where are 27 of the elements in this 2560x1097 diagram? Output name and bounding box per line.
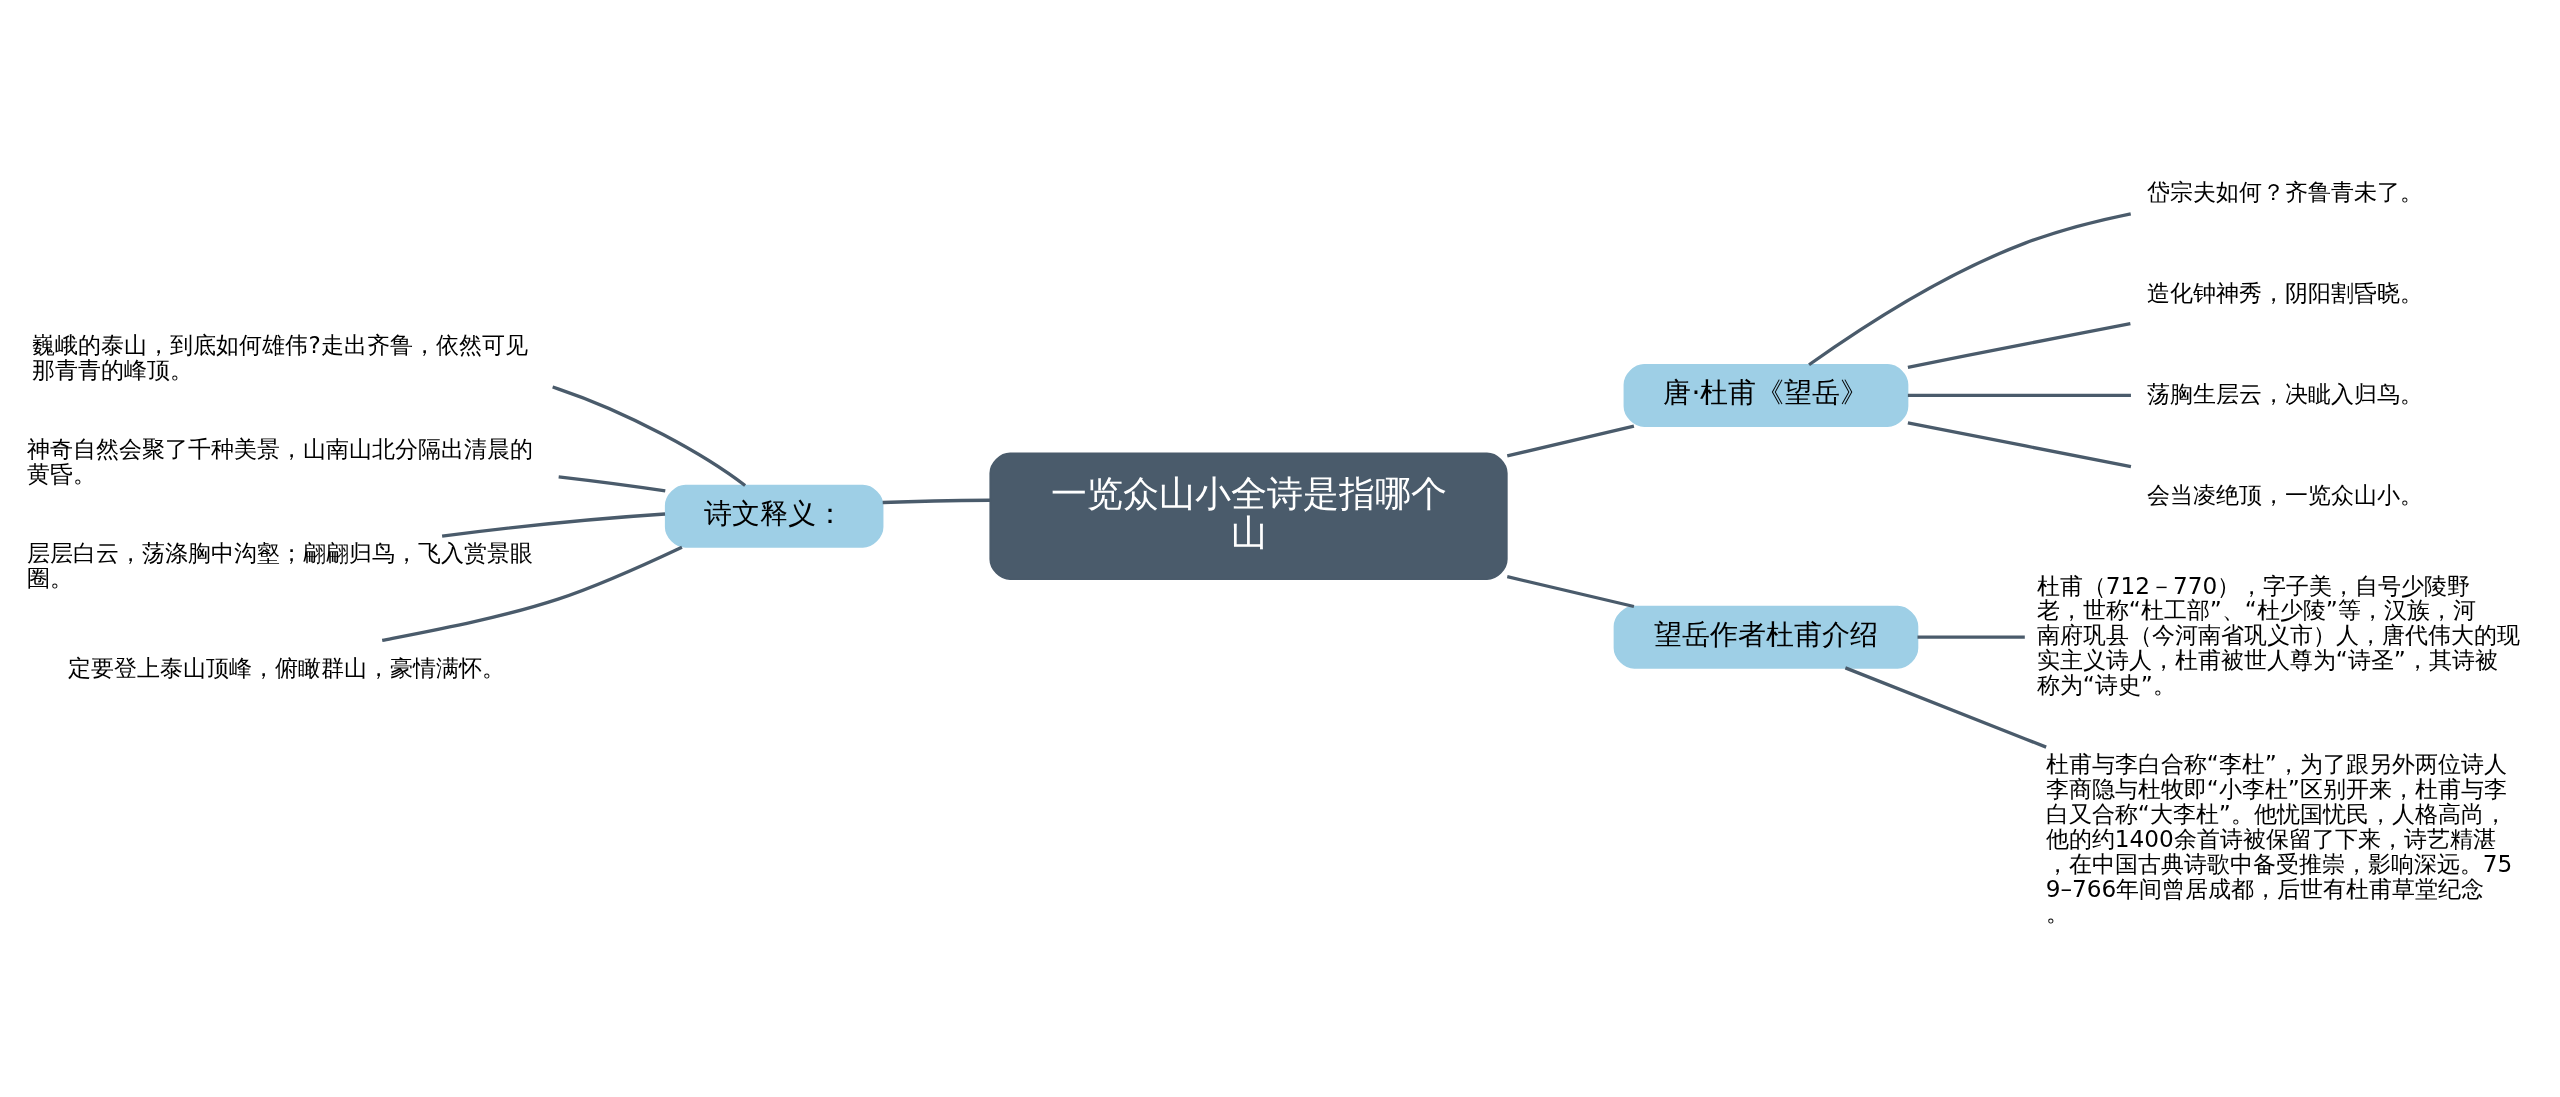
node-text: 荡胸生层云，决眦入归鸟。 (2147, 379, 2424, 407)
connector (1808, 211, 2132, 366)
connector (441, 511, 666, 538)
connector (1917, 635, 2025, 639)
node-box: 一览众山小全诗是指哪个山 (989, 452, 1508, 580)
node-text: 杜甫与李白合称“李杜”，为了跟另外两位诗人李商隐与杜牧即“小李杜”区别开来，杜甫与李白又合称“大李杜”。他忧国忧民，人格高尚，他的约1400余首诗被保留了下来，诗艺精湛，在中国古典诗歌中备受推崇，影响深远。759–766年间曾居成都，后世有杜甫草堂纪念。 (2045, 749, 2513, 926)
node-text: 神奇自然会聚了千种美景，山南山北分隔出清晨的黄昏。 (26, 434, 533, 487)
connector (1506, 574, 1635, 608)
node-text: 造化钟神秀，阴阳割昏晓。 (2147, 278, 2424, 306)
connector (381, 545, 683, 642)
node-text: 会当凌绝顶，一览众山小。 (2147, 480, 2424, 508)
connector (1844, 665, 2047, 749)
connector (558, 474, 666, 493)
node-box: 唐·杜甫《望岳》 (1623, 363, 1909, 427)
connector (1506, 423, 1635, 457)
connector (882, 498, 991, 504)
connector (552, 384, 747, 487)
node-text: 岱宗夫如何？齐鲁青未了。 (2147, 177, 2424, 205)
node-box: 诗文释义： (664, 484, 884, 548)
connector (1907, 393, 2131, 397)
node-box: 望岳作者杜甫介绍 (1613, 605, 1919, 669)
node-text: 杜甫（712－770），字子美，自号少陵野老，世称“杜工部”、“杜少陵”等，汉族，河南府巩县（今河南省巩义市）人，唐代伟大的现实主义诗人，杜甫被世人尊为“诗圣”，其诗被称为“诗史”。 (2036, 571, 2520, 698)
connector (1907, 321, 2131, 369)
connector (1907, 420, 2132, 468)
node-text: 层层白云，荡涤胸中沟壑；翩翩归鸟，飞入赏景眼圈。 (26, 538, 533, 591)
node-text: 巍峨的泰山，到底如何雄伟?走出齐鲁，依然可见那青青的峰顶。 (32, 330, 528, 383)
node-text: 定要登上泰山顶峰，俯瞰群山，豪情满怀。 (68, 653, 506, 681)
